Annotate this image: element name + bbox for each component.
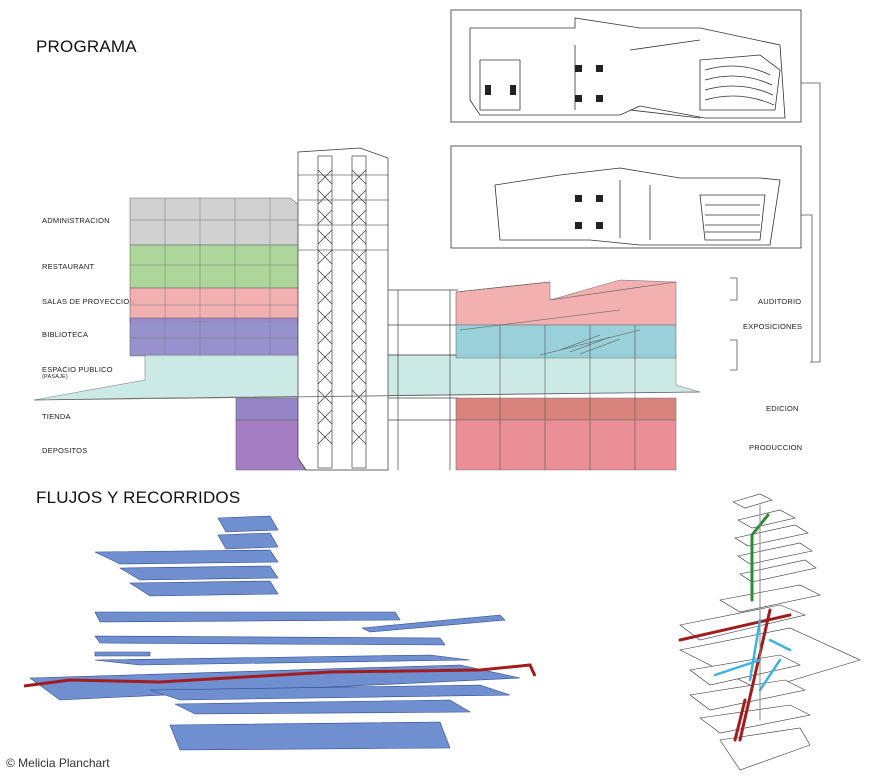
label-depositos: DEPOSITOS (42, 446, 88, 455)
block-produccion (455, 419, 677, 471)
credit: © Melicia Planchart (6, 756, 110, 770)
label-administracion: ADMINISTRACION (42, 216, 110, 225)
right-volume (455, 279, 677, 471)
program-heading: PROGRAMA (36, 37, 137, 56)
block-restaurant (129, 244, 307, 289)
label-edicion: EDICION (766, 404, 799, 413)
plate (94, 549, 279, 565)
circulation-tower (297, 147, 389, 471)
label-salas-proyeccion: SALAS DE PROYECCION (42, 297, 135, 306)
right-volume-lines (455, 281, 677, 470)
floor-plan-lower-columns (575, 195, 603, 229)
plate (149, 684, 511, 701)
plate (29, 664, 521, 701)
plate (94, 654, 471, 666)
tower-lattice (298, 155, 388, 469)
axo-plate (737, 542, 813, 565)
floor-plan-upper-columns (485, 65, 603, 102)
label-exposiciones: EXPOSICIONES (743, 322, 803, 331)
plate (217, 532, 279, 550)
block-tienda (235, 397, 307, 421)
flows-heading: FLUJOS Y RECORRIDOS (36, 488, 241, 507)
axo-plate (719, 584, 821, 613)
label-produccion: PRODUCCION (749, 443, 803, 452)
plate (94, 635, 446, 646)
middle-frame (388, 289, 458, 470)
axo-plate (739, 559, 817, 583)
block-edicion (455, 397, 677, 421)
axo-plate (732, 493, 773, 509)
plan-connector-lines (730, 82, 821, 371)
floor-plan-upper (450, 9, 802, 123)
axo-plate (689, 654, 801, 686)
plate (129, 580, 279, 597)
flow-plates (29, 515, 521, 751)
plate (169, 721, 451, 751)
axo-plate (679, 604, 806, 641)
floor-plan-lower (450, 145, 802, 249)
block-administracion (129, 197, 307, 246)
block-depositos (235, 419, 307, 471)
label-espacio-publico: ESPACIO PUBLICO (PASAJE) (42, 365, 113, 380)
label-restaurant: RESTAURANT (42, 262, 95, 271)
left-volume (129, 197, 307, 471)
flow-path-blue (713, 618, 792, 692)
flow-path-green (750, 513, 770, 602)
axo-plate (734, 524, 809, 547)
block-exposiciones (455, 324, 677, 359)
flow-axonometric (679, 493, 861, 771)
label-espacio-publico-sub: (PASAJE) (42, 374, 68, 380)
left-volume-grid (130, 198, 306, 356)
flow-paths-axonometric (678, 504, 792, 742)
axo-plate (719, 727, 811, 771)
plate (174, 699, 472, 715)
plate (94, 651, 151, 657)
label-espacio-publico-text: ESPACIO PUBLICO (42, 365, 113, 374)
block-biblioteca (129, 317, 307, 357)
label-biblioteca: BIBLIOTECA (42, 330, 89, 339)
ground-line (33, 391, 701, 401)
plate (360, 614, 506, 633)
plate (217, 515, 279, 533)
plate (94, 611, 401, 623)
flow-path-red (678, 608, 792, 742)
label-tienda: TIENDA (42, 412, 71, 421)
flow-path-red-horizontal (23, 663, 537, 688)
label-auditorio: AUDITORIO (758, 297, 802, 306)
plate (118, 565, 279, 581)
